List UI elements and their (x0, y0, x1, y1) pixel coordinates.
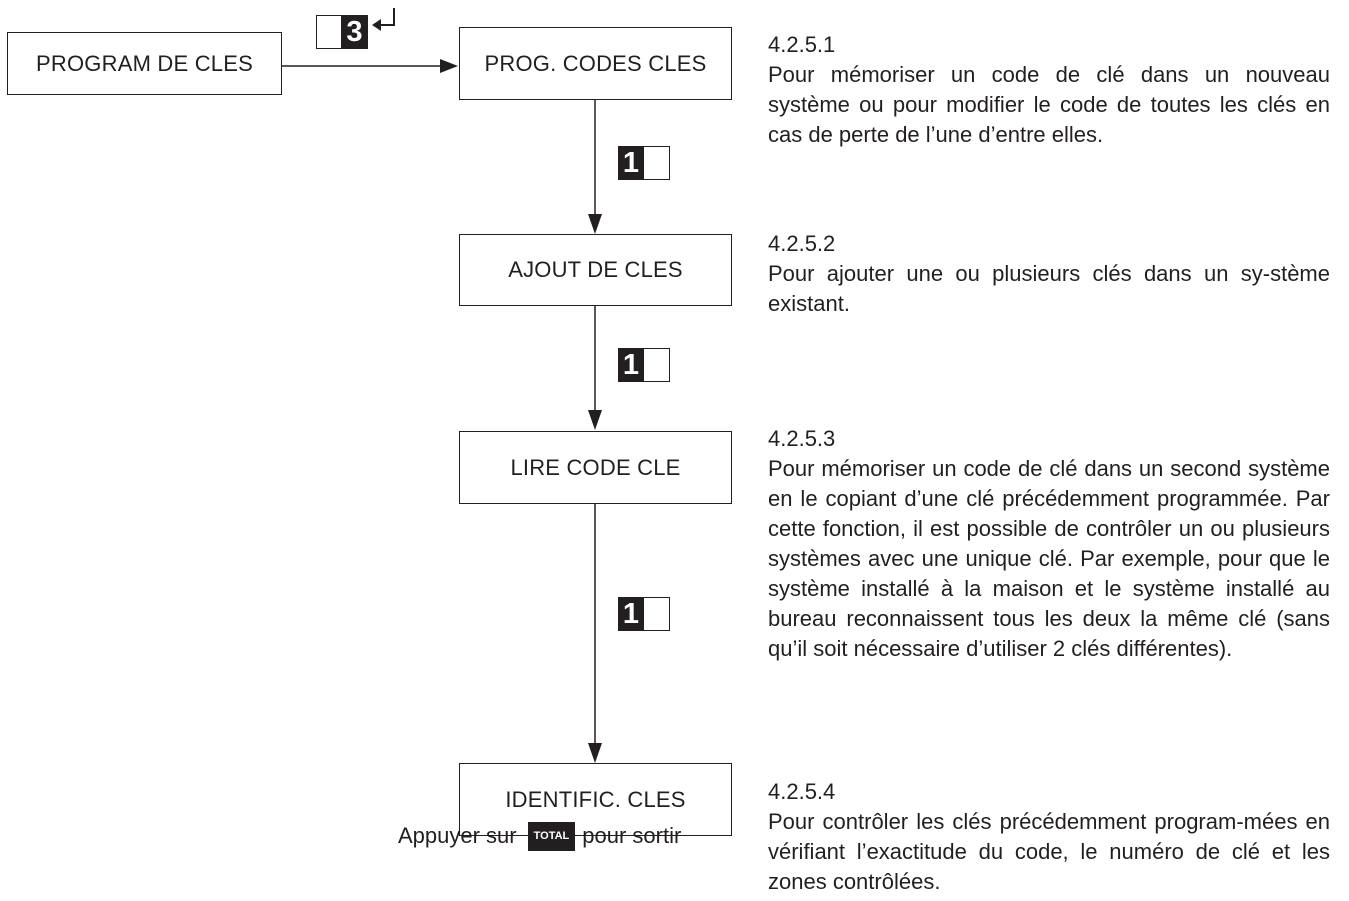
prog-codes-cles-box: PROG. CODES CLES (459, 27, 732, 100)
keypad-digit-left: 1 (618, 146, 644, 180)
enter-keypad-display: 3 (316, 15, 368, 49)
note-number: 4.2.5.1 (768, 32, 836, 57)
arrowhead-right (440, 59, 458, 73)
note-text: Pour ajouter une ou plusieurs clés dans … (768, 261, 1330, 316)
step-keypad-display: 1 (618, 597, 670, 631)
ajout-de-cles-box: AJOUT DE CLES (459, 234, 732, 306)
arrowhead-down (588, 410, 602, 430)
exit-suffix: pour sortir (582, 823, 682, 848)
keypad-digit-left: 1 (618, 348, 644, 382)
enter-return-icon (372, 8, 395, 31)
exit-instruction: Appuyer sur TOTAL pour sortir (398, 818, 681, 854)
note-4-2-5-2: 4.2.5.2 Pour ajouter une ou plusieurs cl… (768, 229, 1330, 319)
total-key-icon: TOTAL (527, 821, 576, 851)
note-4-2-5-3: 4.2.5.3 Pour mémoriser un code de clé da… (768, 424, 1330, 664)
arrowhead-down (588, 214, 602, 234)
keypad-digit-right (644, 146, 670, 180)
note-4-2-5-1: 4.2.5.1 Pour mémoriser un code de clé da… (768, 30, 1330, 150)
note-number: 4.2.5.3 (768, 426, 836, 451)
note-4-2-5-4: 4.2.5.4 Pour contrôler les clés précédem… (768, 777, 1330, 897)
note-text: Pour mémoriser un code de clé dans un se… (768, 456, 1330, 661)
arrowhead-down (588, 743, 602, 763)
keypad-digit-right (644, 348, 670, 382)
note-text: Pour mémoriser un code de clé dans un no… (768, 62, 1330, 147)
identific-cles-box: IDENTIFIC. CLES (459, 763, 732, 836)
note-number: 4.2.5.2 (768, 231, 836, 256)
keypad-digit-right: 3 (342, 15, 368, 49)
keypad-digit-right (644, 597, 670, 631)
keypad-digit-left (316, 15, 342, 49)
exit-prefix: Appuyer sur (398, 823, 517, 848)
step-keypad-display: 1 (618, 146, 670, 180)
note-text: Pour contrôler les clés précédemment pro… (768, 809, 1330, 894)
keypad-digit-left: 1 (618, 597, 644, 631)
lire-code-cle-box: LIRE CODE CLE (459, 431, 732, 504)
step-keypad-display: 1 (618, 348, 670, 382)
program-de-cles-box: PROGRAM DE CLES (7, 32, 282, 95)
note-number: 4.2.5.4 (768, 779, 836, 804)
